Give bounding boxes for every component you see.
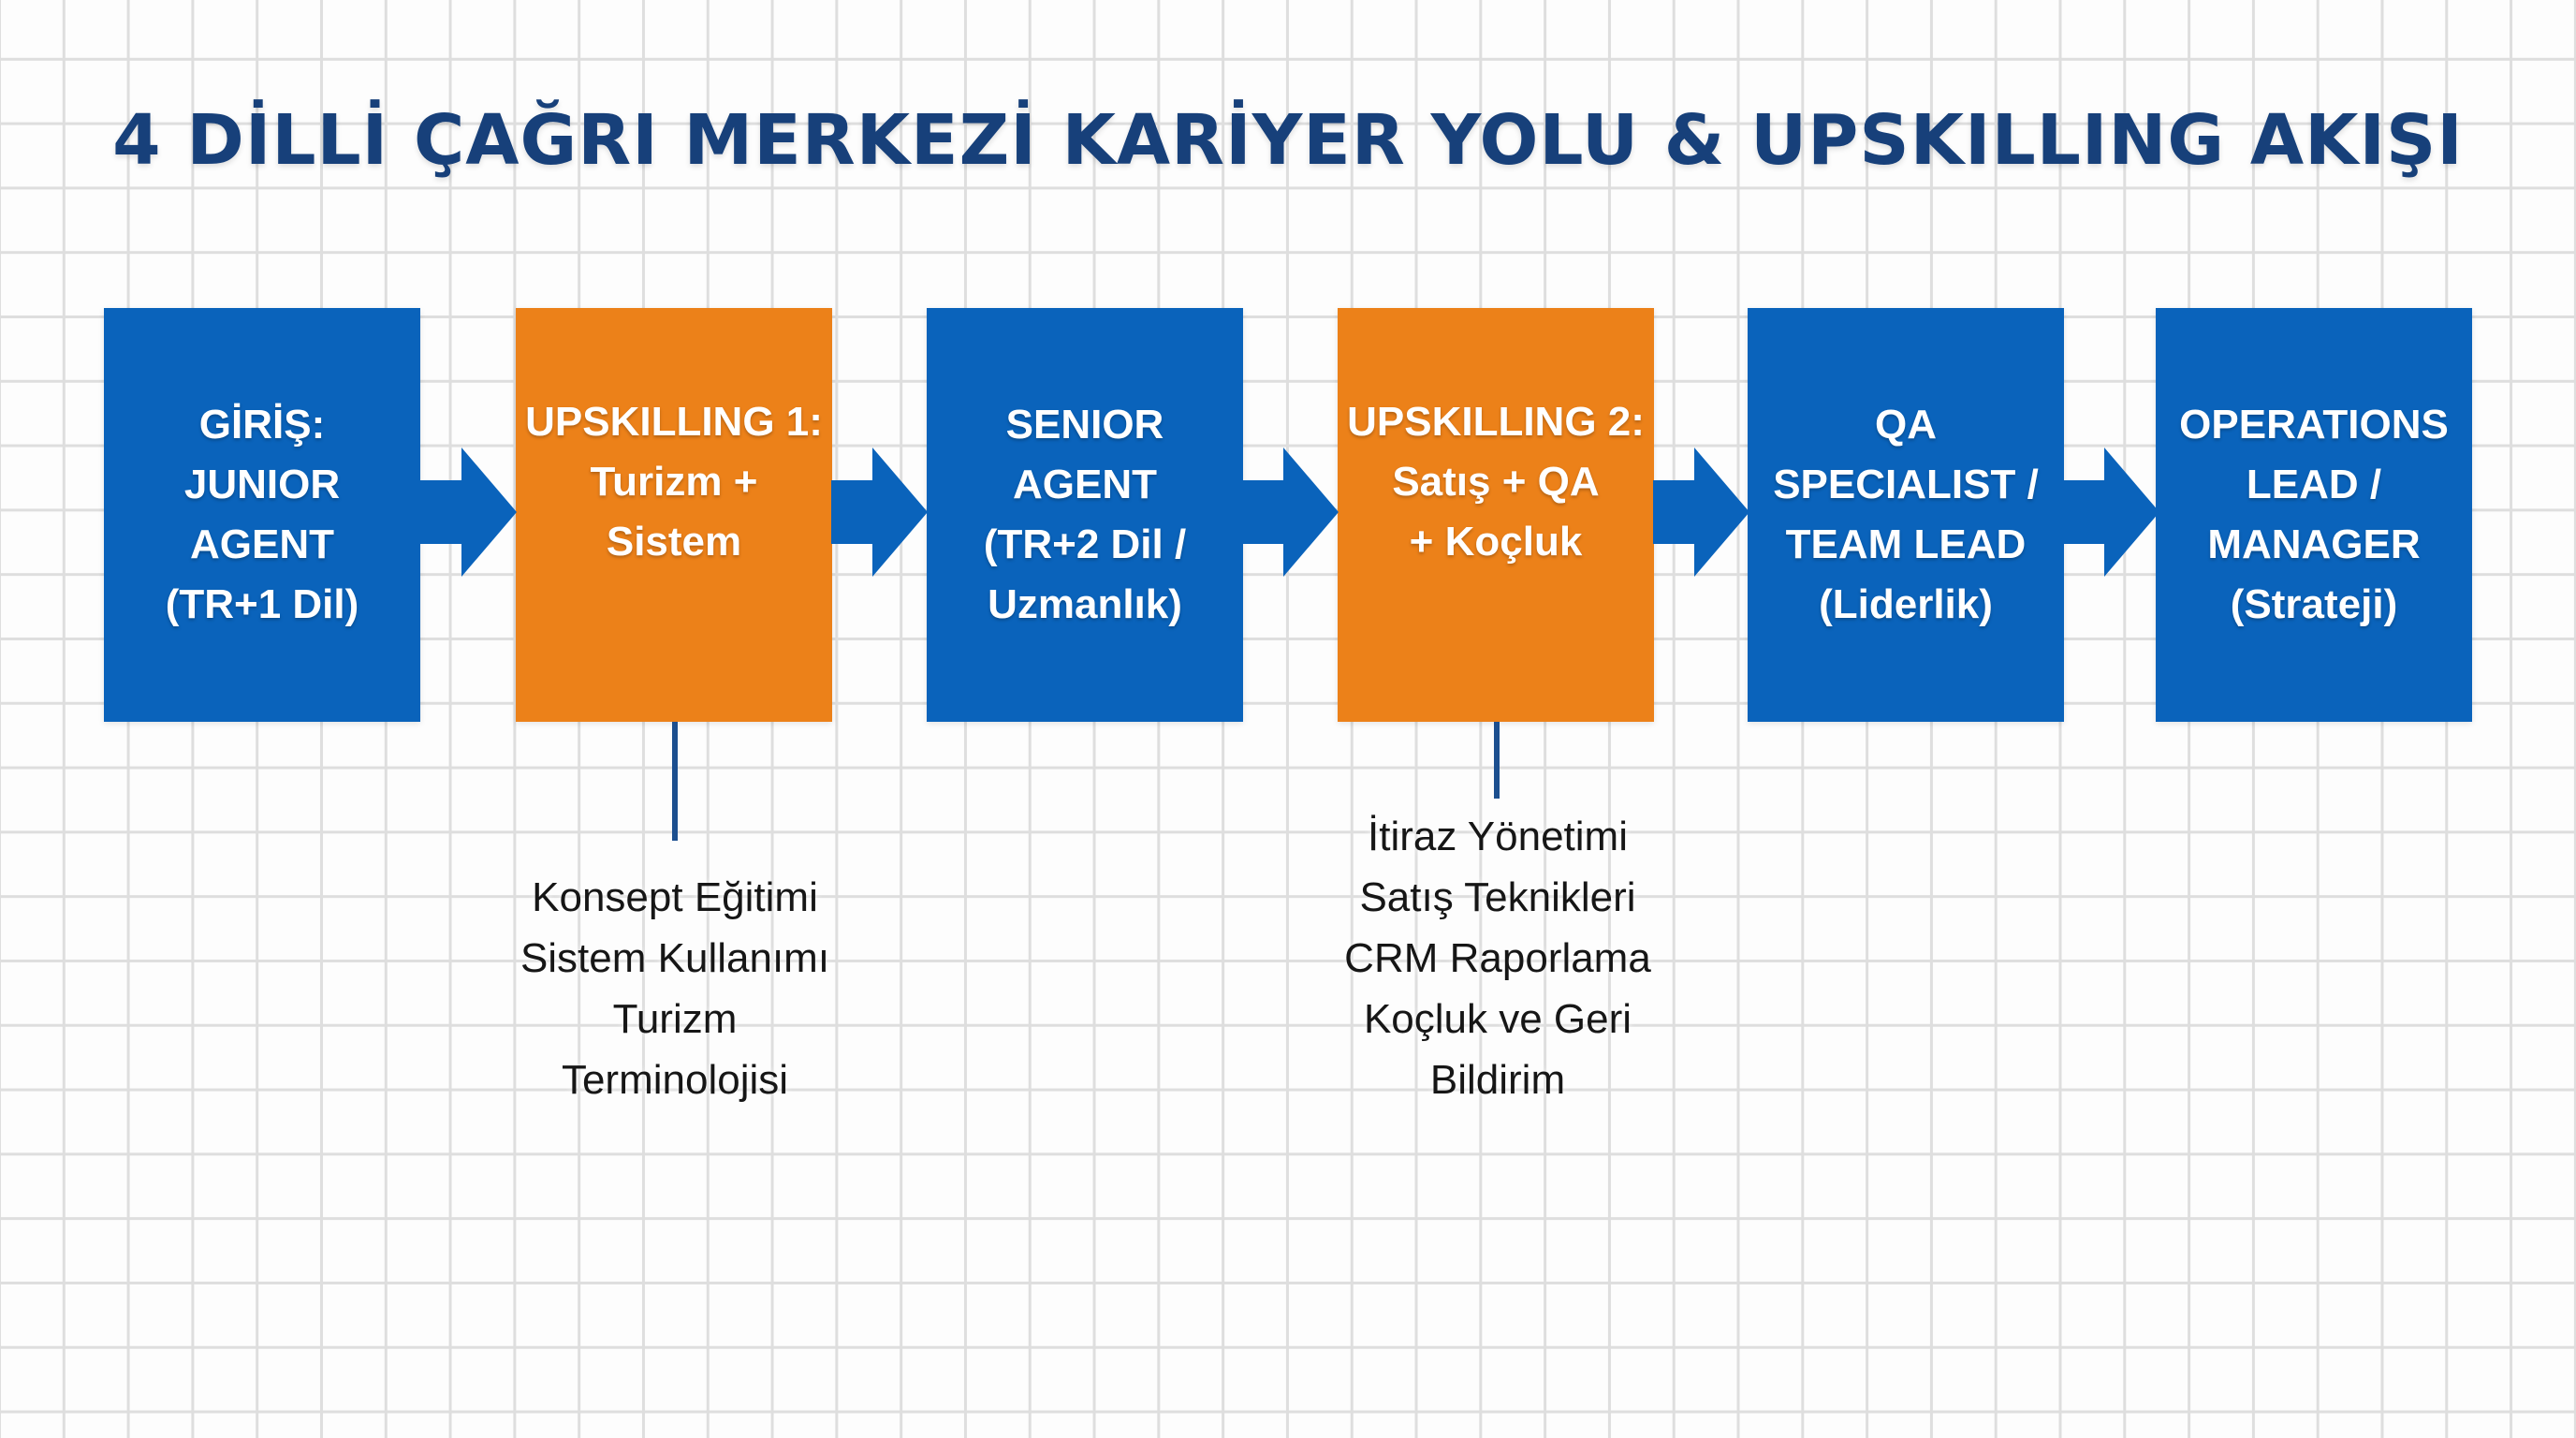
stage-label: SENIOR AGENT (TR+2 Dil / Uzmanlık): [983, 402, 1187, 627]
stage-label: QA SPECIALIST / TEAM LEAD (Liderlik): [1773, 402, 2039, 627]
connector-line-upskilling-2: [1494, 722, 1500, 799]
stage-upskilling-2: UPSKILLING 2: Satış + QA + Koçluk: [1338, 308, 1654, 722]
stage-qa-specialist-team-lead: QA SPECIALIST / TEAM LEAD (Liderlik): [1748, 308, 2064, 722]
stage-label: UPSKILLING 2: Satış + QA + Koçluk: [1347, 399, 1645, 565]
stage-operations-lead-manager: OPERATIONS LEAD / MANAGER (Strateji): [2156, 308, 2472, 722]
detail-item: Koçluk ve Geri: [1363, 996, 1632, 1042]
page-title: 4 DİLLİ ÇAĞRI MERKEZİ KARİYER YOLU & UPS…: [112, 100, 2464, 181]
detail-item: İtiraz Yönetimi: [1368, 814, 1628, 859]
stage-upskilling-1: UPSKILLING 1: Turizm + Sistem: [516, 308, 832, 722]
right-arrow-icon: [1242, 448, 1339, 577]
detail-item: Konsept Eğitimi: [532, 874, 818, 920]
stage-label: UPSKILLING 1: Turizm + Sistem: [525, 399, 823, 565]
upskilling-2-details: İtiraz Yönetimi Satış Teknikleri CRM Rap…: [1292, 806, 1704, 1110]
detail-item: Terminolojisi: [561, 1057, 789, 1103]
connector-line-upskilling-1: [672, 722, 678, 841]
right-arrow-icon: [420, 448, 517, 577]
detail-item: CRM Raporlama: [1344, 935, 1651, 981]
detail-item: Satış Teknikleri: [1359, 874, 1636, 920]
stage-senior-agent: SENIOR AGENT (TR+2 Dil / Uzmanlık): [927, 308, 1243, 722]
stage-label: OPERATIONS LEAD / MANAGER (Strateji): [2179, 402, 2449, 627]
upskilling-1-details: Konsept Eğitimi Sistem Kullanımı Turizm …: [469, 867, 881, 1110]
detail-item: Bildirim: [1429, 1057, 1566, 1103]
right-arrow-icon: [2063, 448, 2159, 577]
right-arrow-icon: [831, 448, 928, 577]
detail-item: Turizm: [612, 996, 738, 1042]
stage-label: GİRİŞ: JUNIOR AGENT (TR+1 Dil): [165, 402, 359, 627]
right-arrow-icon: [1653, 448, 1749, 577]
stage-junior-agent: GİRİŞ: JUNIOR AGENT (TR+1 Dil): [104, 308, 420, 722]
detail-item: Sistem Kullanımı: [520, 935, 830, 981]
